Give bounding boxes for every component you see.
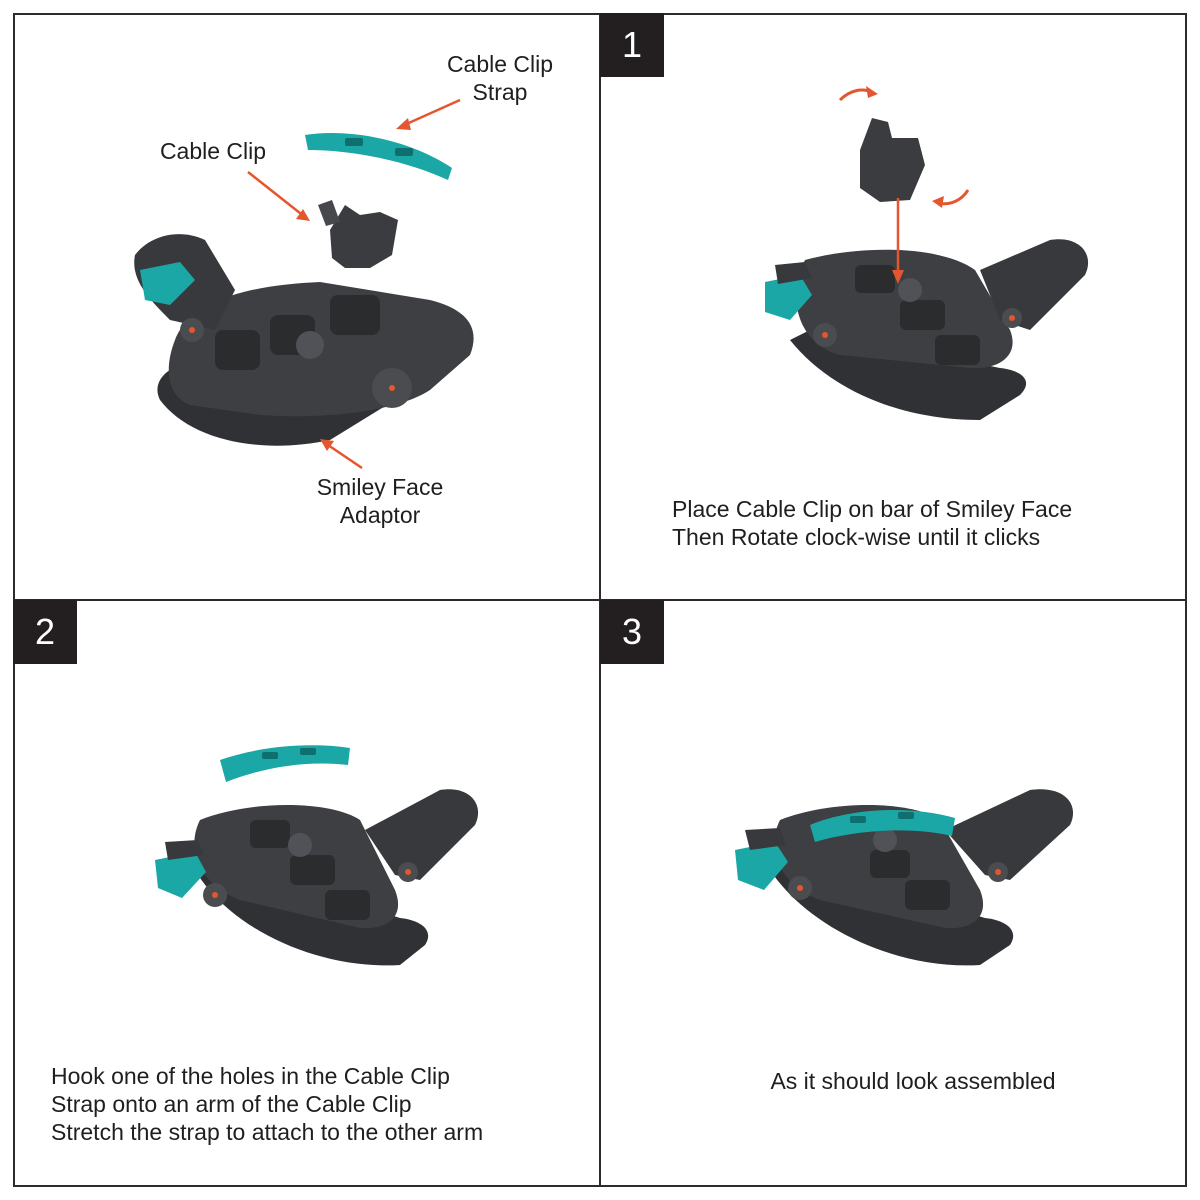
- step-number-badge: 1: [600, 13, 664, 77]
- step-2-caption: Hook one of the holes in the Cable Clip …: [51, 1063, 484, 1145]
- label-smiley-face-adaptor: Smiley Face Adaptor: [316, 474, 444, 528]
- cable-clip-step-1: [860, 118, 925, 202]
- step-number-badge: 2: [13, 600, 77, 664]
- label-cable-clip: Cable Clip: [159, 138, 267, 164]
- cable-clip-part: [318, 200, 398, 268]
- step-3-caption: As it should look assembled: [770, 1068, 1056, 1094]
- adaptor-overview: [134, 234, 474, 446]
- cable-clip-strap-assembled: [810, 809, 955, 842]
- cable-clip-strap-part: [305, 133, 452, 180]
- step-1-caption: Place Cable Clip on bar of Smiley Face T…: [672, 496, 1073, 550]
- adaptor-step-2: [155, 789, 479, 966]
- label-arrows: [247, 98, 461, 470]
- cable-clip-strap-step-2: [220, 745, 350, 782]
- adaptor-step-1: [765, 239, 1089, 420]
- label-cable-clip-strap: Cable Clip Strap: [446, 51, 554, 105]
- step-number-badge: 3: [600, 600, 664, 664]
